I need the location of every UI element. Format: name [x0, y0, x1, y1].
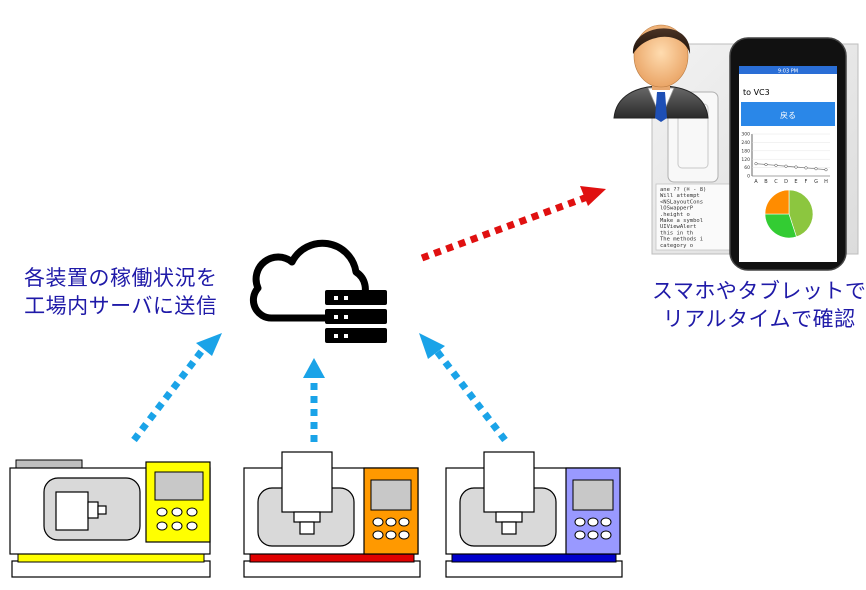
code-line: ane ?? (⌘ - 8): [660, 187, 706, 193]
pie-chart: [764, 189, 814, 239]
arrow-machine2-to-server: [303, 358, 325, 442]
x-tick-label: G: [814, 179, 818, 185]
x-tick-label: C: [774, 179, 778, 185]
y-tick-label: 180: [741, 148, 750, 154]
data-point: [794, 165, 798, 169]
caption-send-status: 各装置の稼働状況を 工場内サーバに送信: [24, 264, 218, 320]
arrow-machine1-to-server: [131, 333, 222, 443]
data-point: [754, 162, 758, 166]
pie-slice: [764, 213, 797, 239]
caption-realtime-check-line2: リアルタイムで確認: [662, 307, 856, 331]
code-line: The methods i: [660, 237, 703, 243]
x-tick-label: B: [764, 179, 768, 185]
series-line: [755, 163, 827, 171]
data-point: [804, 166, 808, 170]
caption-send-status-line1: 各装置の稼働状況を: [24, 266, 218, 290]
data-point: [784, 164, 788, 168]
code-line: Make a symbol: [660, 218, 703, 224]
caption-send-status-line2: 工場内サーバに送信: [24, 294, 218, 318]
x-tick-label: F: [805, 179, 808, 185]
back-button[interactable]: [741, 102, 835, 126]
data-point: [764, 162, 768, 167]
y-tick-label: 60: [744, 165, 750, 171]
code-line: UIViewAlert: [660, 224, 696, 230]
cloud-icon: [249, 239, 369, 322]
y-tick-label: 300: [741, 132, 750, 138]
server-icon: [325, 290, 387, 343]
pie-slice: [788, 189, 814, 238]
arrow-machine3-to-server: [419, 333, 508, 443]
pie-slice: [764, 189, 790, 215]
machine-lathe: [9, 459, 211, 578]
phone-nav-title: to VC3: [743, 88, 770, 97]
x-tick-label: A: [754, 179, 758, 185]
caption-realtime-check: スマホやタブレットで リアルタイムで確認: [652, 277, 866, 333]
x-tick-label: H: [824, 179, 828, 185]
machine-center-orange: [243, 451, 421, 578]
code-line: lOSwapperP: [660, 206, 694, 212]
code-lines: ane ?? (⌘ - 8)Will attempt<NSLayoutCons …: [660, 187, 706, 249]
code-line: <NSLayoutCons: [660, 199, 703, 205]
x-tick-label: D: [784, 179, 788, 185]
code-line: this in th: [660, 230, 693, 236]
x-tick-label: E: [794, 179, 797, 185]
y-tick-label: 120: [741, 157, 750, 163]
back-button-label: 戻る: [780, 110, 796, 120]
cloud-server-icon: [249, 239, 387, 343]
phone-status-time: 9:03 PM: [778, 69, 798, 75]
code-line: Will attempt: [660, 193, 700, 199]
caption-realtime-check-line1: スマホやタブレットで: [652, 279, 866, 303]
arrow-server-to-phone: [420, 186, 606, 262]
y-tick-label: 0: [747, 174, 750, 180]
y-tick-label: 240: [741, 140, 750, 146]
data-point: [824, 168, 828, 172]
data-point: [814, 167, 818, 171]
code-line: .height o: [660, 212, 690, 218]
machine-center-purple: [445, 451, 623, 578]
data-point: [774, 163, 778, 167]
user-avatar-icon: [613, 24, 709, 122]
code-line: category o: [660, 243, 693, 249]
